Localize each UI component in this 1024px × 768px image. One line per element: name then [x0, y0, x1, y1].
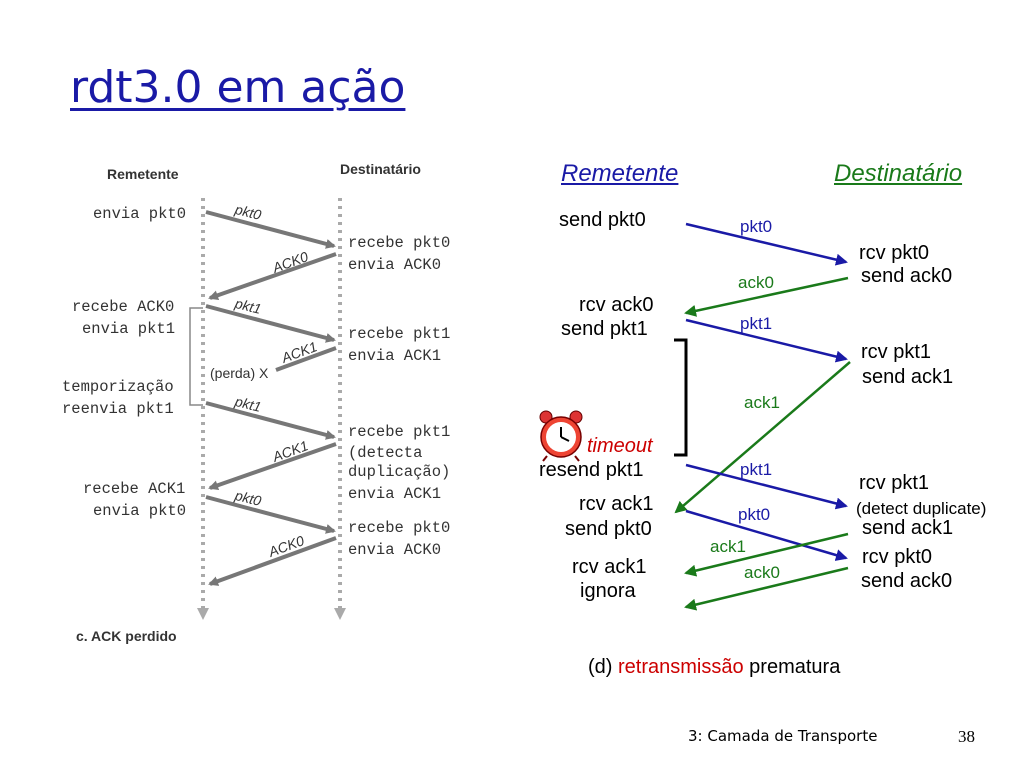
left-receiver-event: envia ACK0 — [348, 256, 442, 274]
left-receiver-event: envia ACK0 — [348, 541, 442, 559]
left-sender-event: reenvia pkt1 — [62, 400, 174, 418]
right-receiver-event: send ack0 — [861, 570, 953, 592]
left-receiver-event: recebe pkt1 — [348, 325, 451, 343]
left-receiver-event: recebe pkt0 — [348, 234, 451, 252]
right-sender-event: send pkt0 — [565, 518, 652, 540]
right-msg-label: pkt1 — [740, 314, 773, 333]
left-loss-label: (perda) X — [210, 365, 269, 381]
caption-suffix: prematura — [743, 656, 841, 678]
left-receiver-event: envia ACK1 — [348, 485, 442, 503]
right-msg-label: ack0 — [738, 273, 774, 292]
right-sender-event: ignora — [580, 580, 636, 602]
left-sender-header: Remetente — [107, 166, 179, 182]
right-receiver-event: rcv pkt0 — [862, 546, 933, 568]
left-msg-pkt1-resend — [205, 401, 336, 440]
caption-prefix: (d) — [588, 656, 618, 678]
alarm-clock-icon — [539, 410, 583, 462]
footer-chapter: 3: Camada de Transporte — [688, 727, 878, 745]
right-msg-label: ack0 — [744, 563, 780, 582]
right-timeout-bracket — [674, 338, 688, 457]
right-msg-pkt0 — [685, 222, 848, 266]
page-title: rdt3.0 em ação — [70, 62, 406, 113]
left-msg-ack1 — [208, 442, 337, 491]
right-sender-event: send pkt0 — [559, 209, 646, 231]
right-receiver-header: Destinatário — [834, 160, 963, 187]
left-timeout-bracket — [189, 307, 203, 406]
left-msg-ack0-2 — [208, 536, 337, 586]
left-caption: c. ACK perdido — [76, 628, 177, 644]
left-sender-event: recebe ACK0 — [72, 298, 175, 316]
right-msg-label: ack1 — [744, 393, 780, 412]
right-timeout-label: timeout — [587, 435, 653, 457]
left-receiver-header: Destinatário — [340, 161, 421, 177]
right-sender-event: send pkt1 — [561, 318, 648, 340]
right-msg-label: pkt0 — [740, 217, 773, 236]
left-receiver-event: duplicação) — [348, 463, 451, 481]
right-sender-event: resend pkt1 — [539, 459, 644, 481]
right-sender-header: Remetente — [561, 160, 679, 187]
footer-page-number: 38 — [958, 727, 975, 746]
right-receiver-event: rcv pkt1 — [861, 341, 932, 363]
right-receiver-event: (detect duplicate) — [856, 499, 987, 518]
caption-highlight: retransmissão — [618, 656, 744, 678]
left-msg-pkt0-2 — [205, 495, 336, 534]
right-caption: (d) retransmissão prematura — [588, 656, 840, 679]
right-msg-label: pkt0 — [738, 505, 771, 524]
right-receiver-event: send ack0 — [861, 265, 953, 287]
left-sender-event: envia pkt0 — [93, 205, 187, 223]
left-receiver-event: recebe pkt1 — [348, 423, 451, 441]
right-sender-event: rcv ack1 — [579, 493, 654, 515]
right-msg-label: ack1 — [710, 537, 746, 556]
left-sender-event: recebe ACK1 — [83, 480, 186, 498]
left-receiver-event: envia ACK1 — [348, 347, 442, 365]
right-msg-ack0 — [684, 276, 849, 317]
left-msg-pkt0 — [205, 210, 336, 249]
right-msg-pkt1-resend — [685, 463, 848, 510]
right-receiver-event: send ack1 — [862, 517, 954, 539]
left-sender-event: temporização — [62, 378, 174, 396]
right-msg-pkt0-2 — [685, 509, 848, 561]
right-sender-event: rcv ack0 — [579, 294, 654, 316]
left-sender-event: envia pkt0 — [93, 502, 187, 520]
left-msg-ack1-lost — [275, 346, 337, 372]
right-msg-ack1 — [674, 361, 851, 514]
left-msg-ack0 — [208, 252, 337, 301]
right-sender-event: rcv ack1 — [572, 556, 647, 578]
right-msg-label: pkt1 — [740, 460, 773, 479]
left-receiver-event: (detecta — [348, 444, 423, 462]
right-msg-pkt1 — [685, 318, 848, 363]
left-sender-event: envia pkt1 — [82, 320, 176, 338]
right-receiver-event: send ack1 — [862, 366, 954, 388]
left-msg-pkt1 — [205, 304, 336, 343]
right-msg-ack0-2 — [684, 566, 849, 611]
right-receiver-event: rcv pkt1 — [859, 472, 930, 494]
right-receiver-event: rcv pkt0 — [859, 242, 930, 264]
left-receiver-event: recebe pkt0 — [348, 519, 451, 537]
right-msg-ack1-2 — [684, 532, 849, 577]
